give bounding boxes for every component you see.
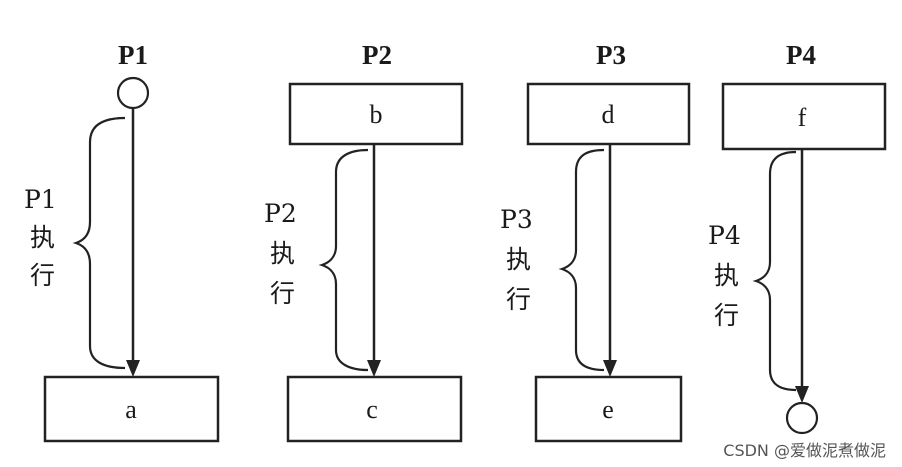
- exec-label-p3-line1: P3: [500, 205, 533, 234]
- exec-label-p4-line1: P4: [708, 221, 741, 250]
- box-c: [286, 375, 463, 443]
- exec-label-p4-line2: 执: [714, 261, 739, 290]
- box-a: [43, 375, 220, 443]
- box-label-e: e: [602, 395, 614, 424]
- title-p2: P2: [362, 40, 392, 70]
- box-label-c: c: [366, 395, 378, 424]
- box-f: [721, 82, 887, 151]
- box-e: [534, 375, 683, 443]
- box-d: [526, 82, 691, 146]
- title-p3: P3: [596, 40, 626, 70]
- brace-p1: [72, 116, 126, 370]
- exec-label-p2-line3: 行: [270, 279, 295, 308]
- process-p3: P3 d P3 执 行 e: [500, 40, 691, 443]
- box-b: [288, 82, 464, 146]
- process-p2: P2 b P2 执 行 c: [264, 40, 464, 443]
- exec-label-p1-line2: 执: [30, 223, 55, 252]
- exec-label-p2-line2: 执: [270, 239, 295, 268]
- exec-label-p3-line3: 行: [506, 285, 531, 314]
- exec-label-p1-line3: 行: [30, 261, 55, 290]
- process-p4: P4 f P4 执 行: [708, 40, 887, 435]
- start-node-p1: [116, 76, 150, 110]
- box-label-f: f: [798, 103, 807, 132]
- brace-p2: [318, 148, 369, 372]
- brace-p4: [752, 150, 797, 392]
- end-node-p4: [785, 401, 819, 435]
- brace-p3: [558, 148, 605, 372]
- box-label-d: d: [602, 100, 615, 129]
- arrow-head-p4: [795, 386, 809, 403]
- exec-label-p2-line1: P2: [264, 199, 297, 228]
- process-p1: P1 P1 执 行 a: [24, 40, 220, 443]
- title-p1: P1: [118, 40, 148, 70]
- title-p4: P4: [786, 40, 816, 70]
- watermark: CSDN @爱做泥煮做泥: [723, 441, 886, 460]
- arrow-head-p2: [367, 360, 381, 377]
- arrow-head-p1: [126, 360, 140, 377]
- exec-label-p3-line2: 执: [506, 245, 531, 274]
- box-label-b: b: [370, 100, 383, 129]
- box-label-a: a: [125, 395, 137, 424]
- arrow-head-p3: [603, 360, 617, 377]
- exec-label-p1-line1: P1: [24, 185, 57, 214]
- exec-label-p4-line3: 行: [714, 301, 739, 330]
